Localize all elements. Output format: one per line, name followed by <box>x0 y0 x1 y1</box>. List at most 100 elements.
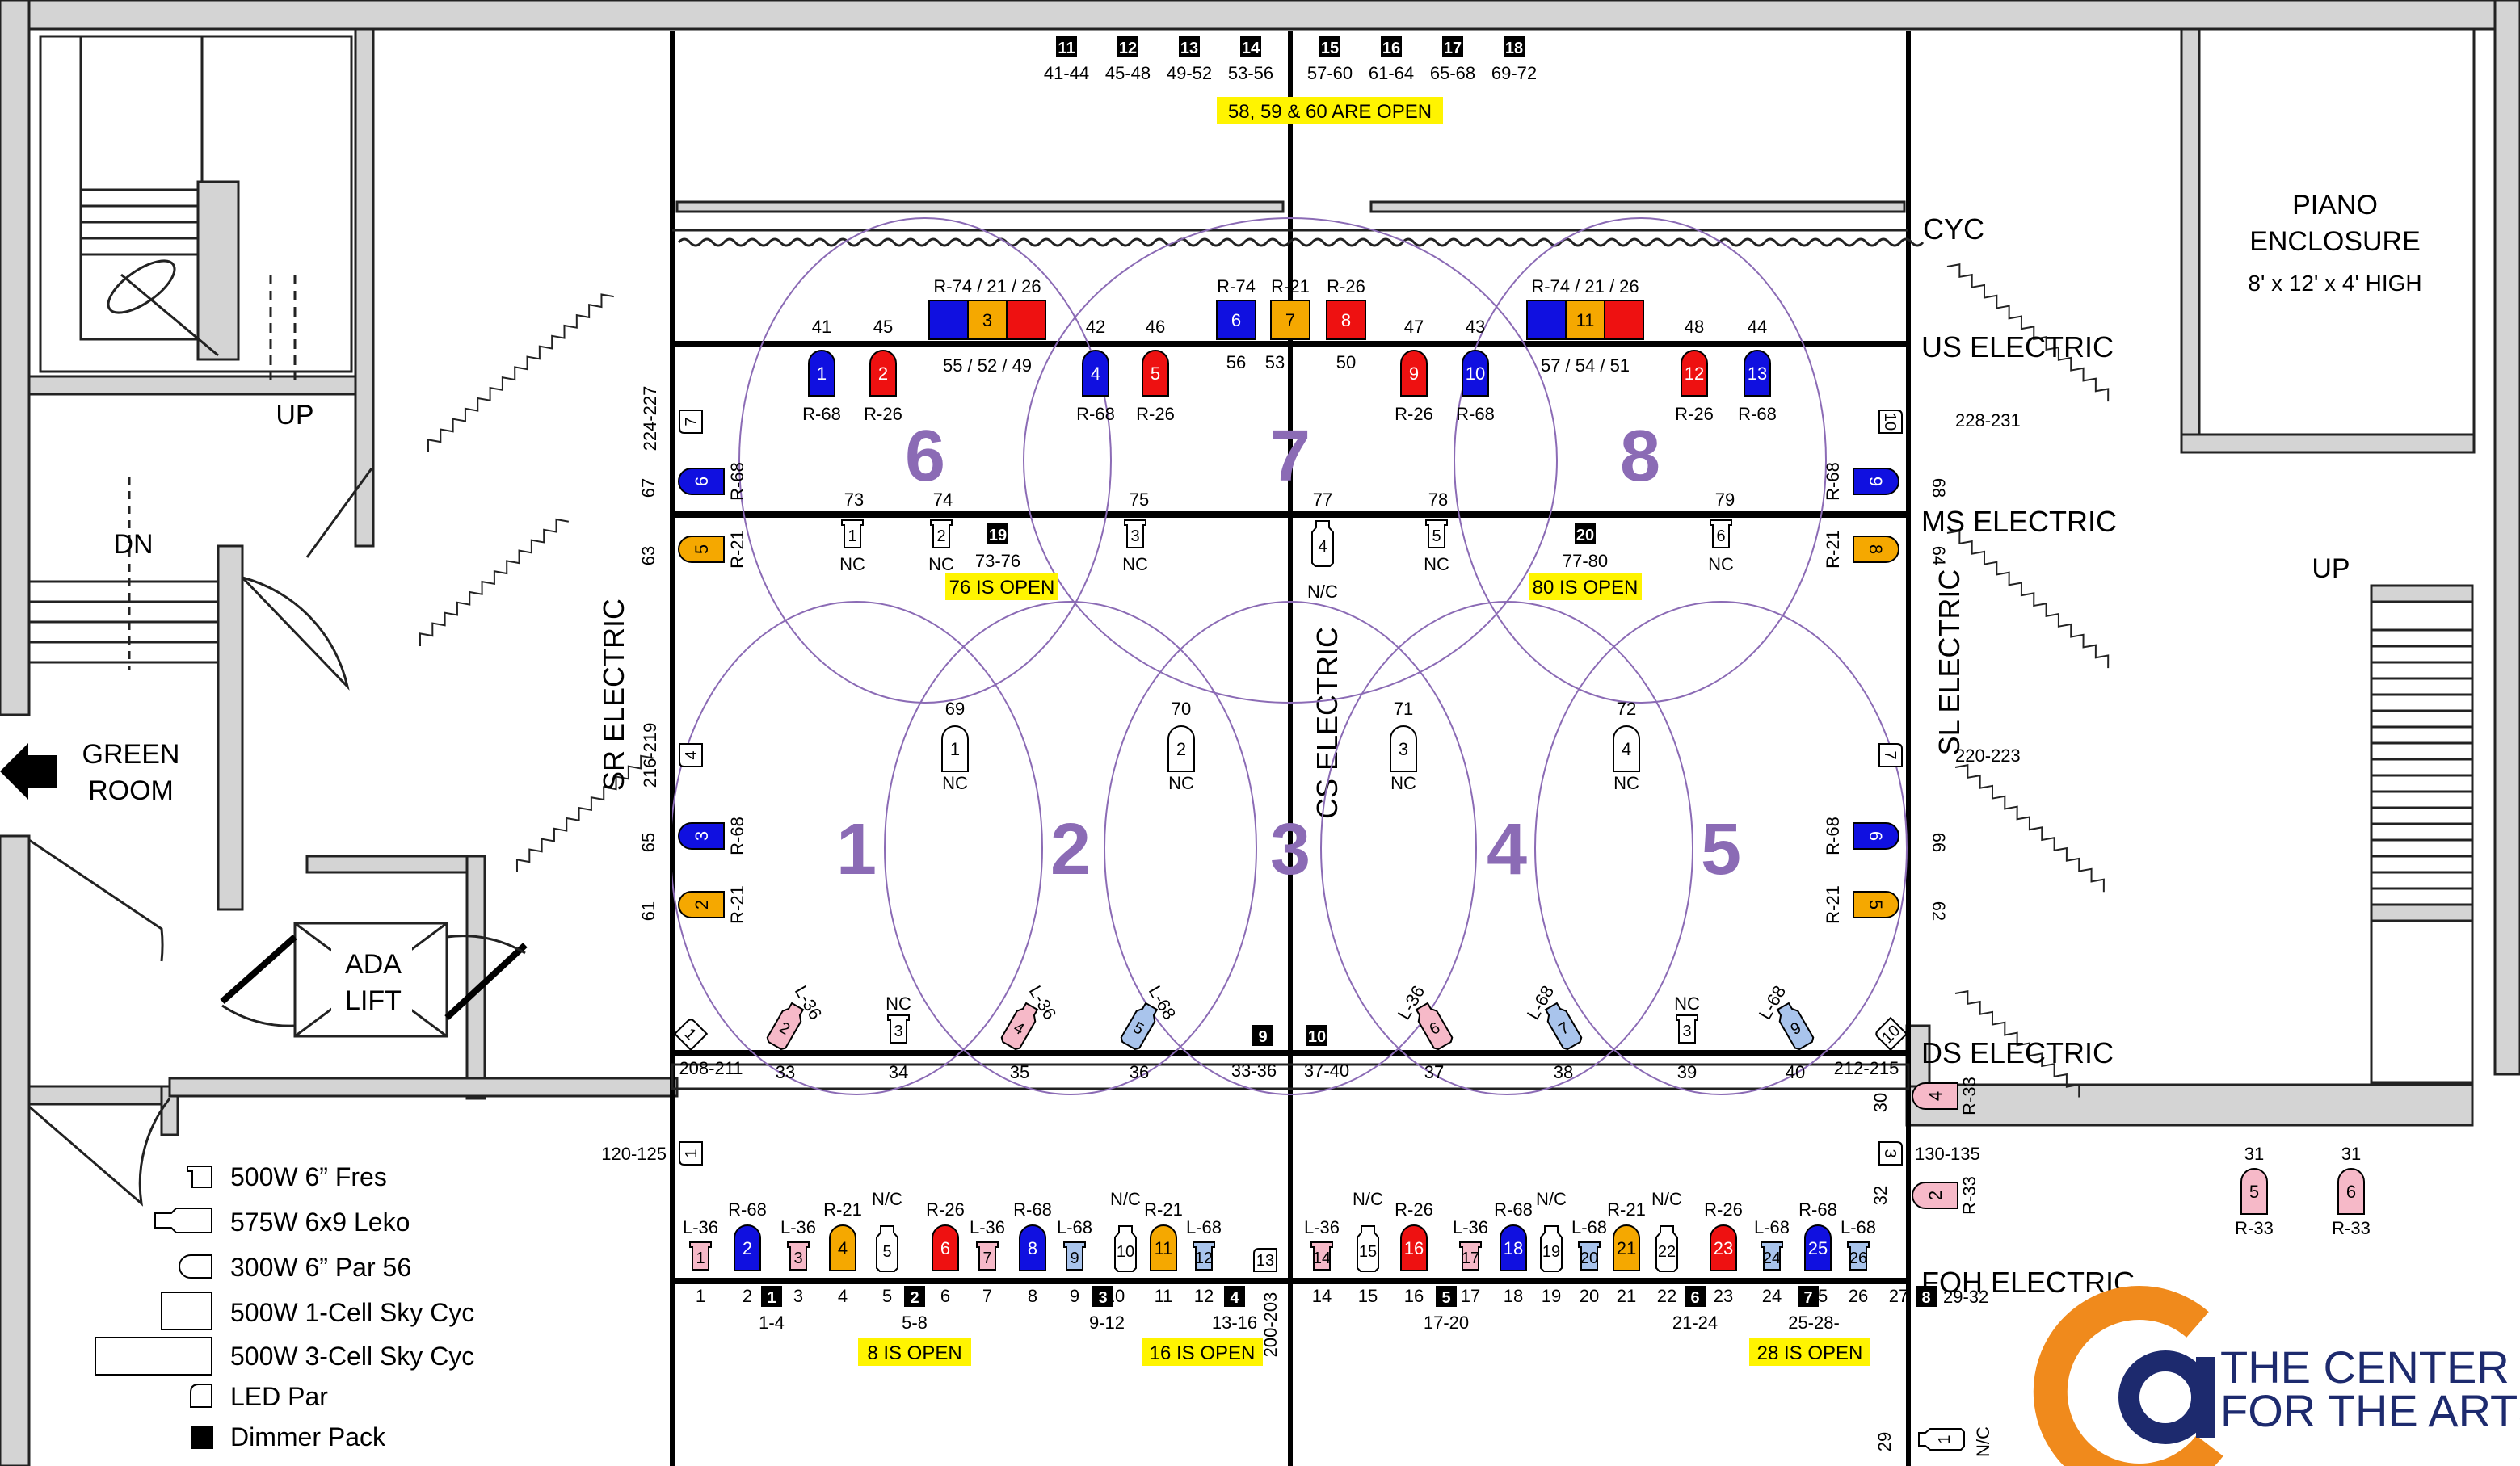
fresnel-body <box>1761 1241 1783 1271</box>
par-fixture-icon: 21 <box>1613 1224 1640 1271</box>
area-number: 1 <box>836 809 877 890</box>
fresnel-gel: L-36 <box>780 1217 816 1237</box>
par-fixture-icon: 23 <box>1710 1224 1737 1271</box>
open-note-text: 80 IS OPEN <box>1533 577 1639 599</box>
par-circuit: 66 <box>1929 833 1949 852</box>
foh-circuit: 6 <box>940 1286 950 1306</box>
channel-number: 5 <box>1432 527 1441 545</box>
focus-area-circle <box>1454 217 1827 704</box>
foh-circuit: 7 <box>982 1286 992 1306</box>
par-body <box>678 536 725 563</box>
par-note: NC <box>1390 773 1416 793</box>
fresnel-fixture-icon: 6 <box>1710 519 1732 548</box>
dimmer-number: 14 <box>1242 40 1260 57</box>
par-body <box>808 350 835 397</box>
channel-number: 22 <box>1658 1243 1676 1261</box>
par-gel: R-68 <box>727 817 747 855</box>
right-stair-wall-lower <box>2370 903 2474 922</box>
par-gel: R-21 <box>823 1199 862 1220</box>
foh-circuit: 19 <box>1542 1286 1561 1306</box>
par-circuit: 71 <box>1394 699 1413 719</box>
open-note-76 <box>945 573 1058 600</box>
legend-label: 300W 6” Par 56 <box>230 1253 411 1282</box>
piano-enclosure <box>2198 27 2476 436</box>
led-par-icon: 3 <box>1878 1141 1903 1166</box>
dimmer-pack-icon <box>1916 1286 1937 1307</box>
leko-fixture-icon: 7 <box>1544 1002 1583 1051</box>
channel-number: 7 <box>683 417 700 426</box>
dimmer-number: 19 <box>989 527 1007 544</box>
left-wall-upper <box>0 0 31 716</box>
cyc3-icon <box>95 1337 212 1376</box>
fresnel-circuit: 74 <box>933 489 953 510</box>
fresnel-gel: L-36 <box>1453 1217 1488 1237</box>
cyc-circuits: 55 / 52 / 49 <box>943 355 1032 376</box>
par-fixture-icon: 3 <box>1390 725 1417 772</box>
par-circuit: 72 <box>1617 699 1636 719</box>
fresnel-body <box>976 1241 999 1271</box>
led-body <box>679 410 703 434</box>
par-fixture-icon: 1 <box>808 350 835 397</box>
foh-circuit: 16 <box>1404 1286 1424 1306</box>
logo-a-stem <box>2196 1357 2215 1438</box>
dimmer-range: 45-48 <box>1105 63 1151 83</box>
area-number: 3 <box>1270 809 1310 890</box>
leko-body <box>1311 520 1334 567</box>
par-circuit: 32 <box>1870 1186 1891 1205</box>
par-circuit: 48 <box>1685 317 1704 337</box>
left-wall-lower <box>0 834 31 1466</box>
channel-number: 1 <box>817 363 827 384</box>
fresnel-circuit: 79 <box>1715 489 1735 510</box>
logo: THE CENTER FOR THE ARTS <box>2033 1285 2520 1466</box>
leko-note: N/C <box>1536 1189 1567 1209</box>
channel-number: 15 <box>1359 1243 1377 1261</box>
foh-circuit: 24 <box>1762 1286 1782 1306</box>
ada-wall-top <box>305 855 486 874</box>
proscenium-edge <box>671 1063 1910 1090</box>
par-fixture-icon: 5 <box>1142 350 1169 397</box>
area-number: 6 <box>905 416 945 497</box>
fresnel-body <box>1578 1241 1601 1271</box>
focus-area-circle <box>1534 601 1908 1095</box>
leko-circuit: 77 <box>1313 489 1332 510</box>
fresnel-body <box>1310 1241 1333 1271</box>
fresnel-fixture-icon: 17 <box>1459 1241 1482 1271</box>
par-circuit: 31 <box>2341 1144 2361 1164</box>
leko-body <box>1540 1225 1563 1272</box>
leko-circuit: 39 <box>1677 1062 1697 1082</box>
leko-fixture-icon: 19 <box>1540 1225 1563 1272</box>
cs-electric-label: CS ELECTRIC <box>1310 627 1344 819</box>
fresnel-body <box>1710 519 1732 548</box>
area-number: 4 <box>1487 809 1527 890</box>
led-par-icon: 1 <box>679 1141 703 1166</box>
led-range: 220-223 <box>1955 746 2021 766</box>
par-body <box>2337 1168 2365 1215</box>
foh-electric-label: FOH ELECTRIC <box>1921 1266 2135 1299</box>
par-fixture-icon: 5 <box>1853 891 1899 918</box>
led-range: 224-227 <box>640 386 660 452</box>
channel-number: 2 <box>1176 739 1186 759</box>
par-gel: R-21 <box>1607 1199 1646 1220</box>
par-fixture-icon: 2 <box>1912 1182 1958 1209</box>
channel-number: 7 <box>982 1250 991 1267</box>
legend-label: LED Par <box>230 1382 328 1411</box>
logo-c-icon <box>2033 1285 2223 1466</box>
leko-fixture-icon: 4 <box>1000 1002 1039 1051</box>
channel-number: 24 <box>1763 1250 1781 1267</box>
cyc-circuit: 50 <box>1336 352 1356 372</box>
fresnel-fixture-icon: 20 <box>1578 1241 1601 1271</box>
foh-circuit: 11 <box>1155 1286 1173 1306</box>
par-gel: R-68 <box>1013 1199 1052 1220</box>
led-range: 212-215 <box>1834 1058 1899 1078</box>
led-body <box>679 743 703 767</box>
dimmer-pack-icon <box>1240 36 1261 57</box>
fresnel-gel: L-68 <box>1754 1217 1790 1237</box>
green-room-label-2: ROOM <box>88 775 174 806</box>
leko-note: N/C <box>1307 582 1338 602</box>
dimmer-pack-icon <box>1224 1286 1245 1307</box>
foh-circuit: 17 <box>1461 1286 1480 1306</box>
leko-fixture-icon: 10 <box>1114 1225 1137 1272</box>
leko-body <box>1918 1428 1965 1451</box>
par-body <box>941 725 969 772</box>
channel-number: 3 <box>692 831 712 841</box>
